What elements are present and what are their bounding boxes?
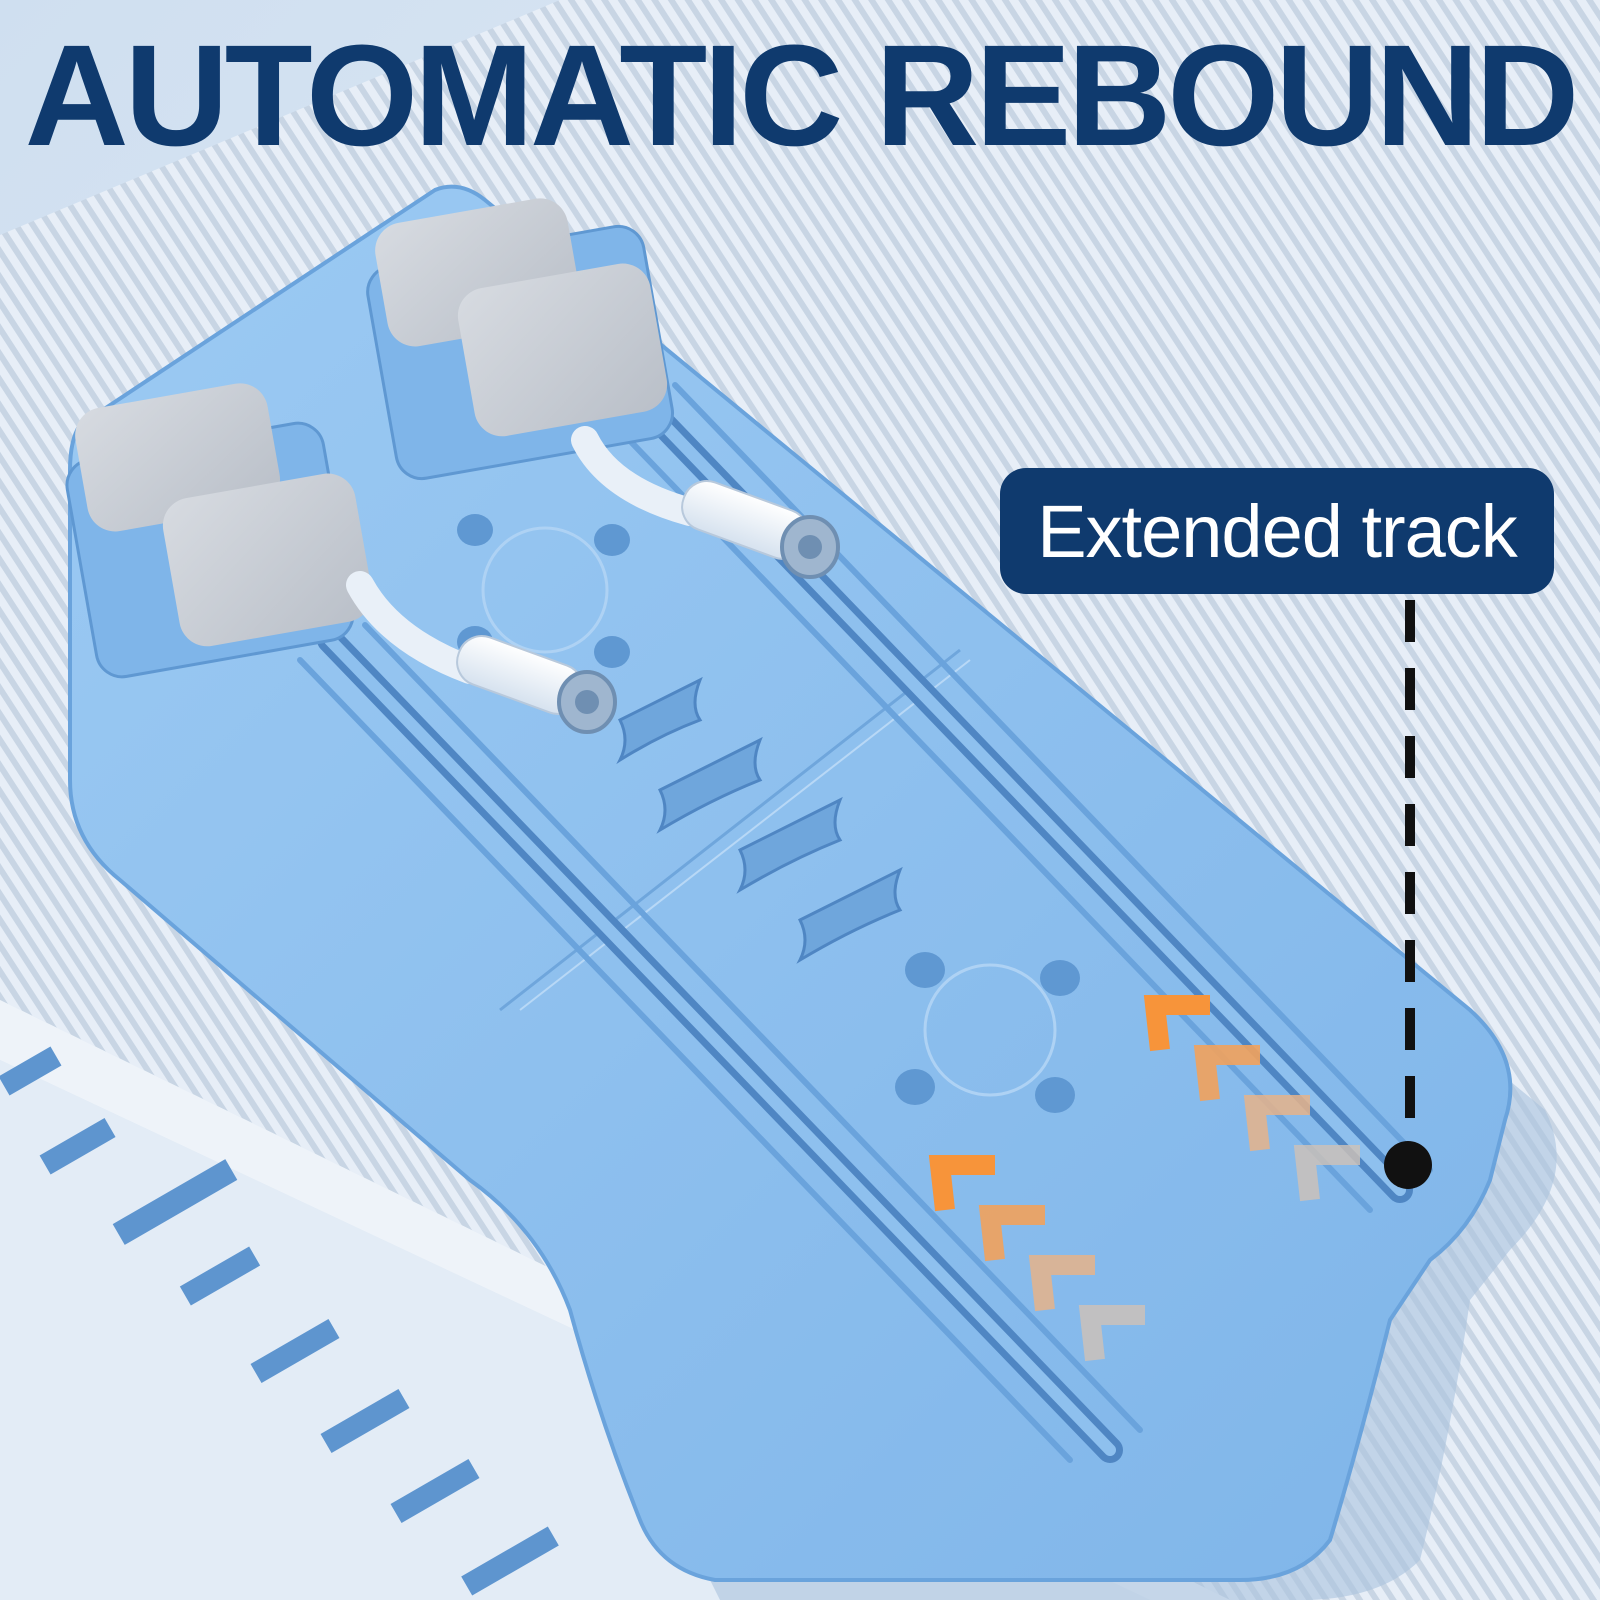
- chevron-up-left-icon: [928, 1155, 1145, 1362]
- callout-dot: [1384, 1141, 1432, 1189]
- callout-badge: Extended track: [1000, 468, 1554, 594]
- chevron-up-left-icon: [1143, 995, 1360, 1202]
- callout-label: Extended track: [1037, 489, 1518, 573]
- handle-right: [571, 426, 840, 579]
- rebound-board: [68, 184, 1513, 1582]
- floor-tiles: [0, 1046, 559, 1596]
- foot-grips: [616, 676, 903, 964]
- handle-left: [346, 571, 617, 734]
- board-holes: [457, 514, 1080, 1113]
- headline-title: AUTOMATIC REBOUND: [24, 15, 1580, 176]
- knee-pad-right: [366, 198, 675, 481]
- track-left: [297, 622, 1143, 1463]
- knee-pad-left: [65, 383, 373, 679]
- board-rings: [481, 526, 1057, 1097]
